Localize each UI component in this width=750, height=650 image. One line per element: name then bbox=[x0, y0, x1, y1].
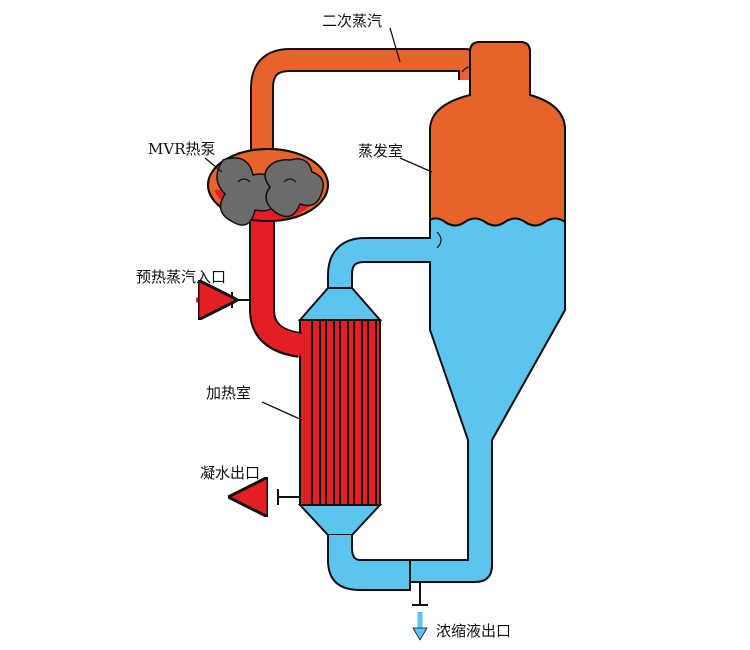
label-secondary-vapor: 二次蒸汽 bbox=[322, 12, 382, 30]
concentrate-outlet bbox=[412, 582, 428, 641]
condensate-outlet bbox=[248, 489, 300, 505]
compressed-steam-pipe bbox=[249, 195, 304, 358]
leader-heating-chamber bbox=[261, 401, 303, 421]
mvr-pump bbox=[207, 148, 329, 226]
label-preheat-steam-inlet: 预热蒸汽入口 bbox=[136, 268, 226, 286]
evaporation-chamber bbox=[354, 41, 566, 583]
rotor-icon bbox=[264, 158, 324, 218]
flow-curl-icon bbox=[436, 231, 442, 249]
label-condensate-outlet: 凝水出口 bbox=[200, 464, 260, 482]
label-mvr-pump: MVR热泵 bbox=[148, 140, 216, 158]
label-heating-chamber: 加热室 bbox=[206, 384, 251, 402]
heating-chamber bbox=[297, 287, 411, 591]
circulation-return-pipe bbox=[327, 237, 432, 294]
label-concentrate-outlet: 浓缩液出口 bbox=[436, 622, 511, 640]
leader-secondary-vapor bbox=[389, 27, 401, 63]
label-evaporation-chamber: 蒸发室 bbox=[358, 142, 403, 160]
preheat-steam-inlet bbox=[196, 292, 250, 308]
leader-mvr-pump bbox=[204, 157, 223, 173]
rotor-icon bbox=[216, 157, 277, 226]
leader-evaporation-chamber bbox=[399, 157, 433, 173]
